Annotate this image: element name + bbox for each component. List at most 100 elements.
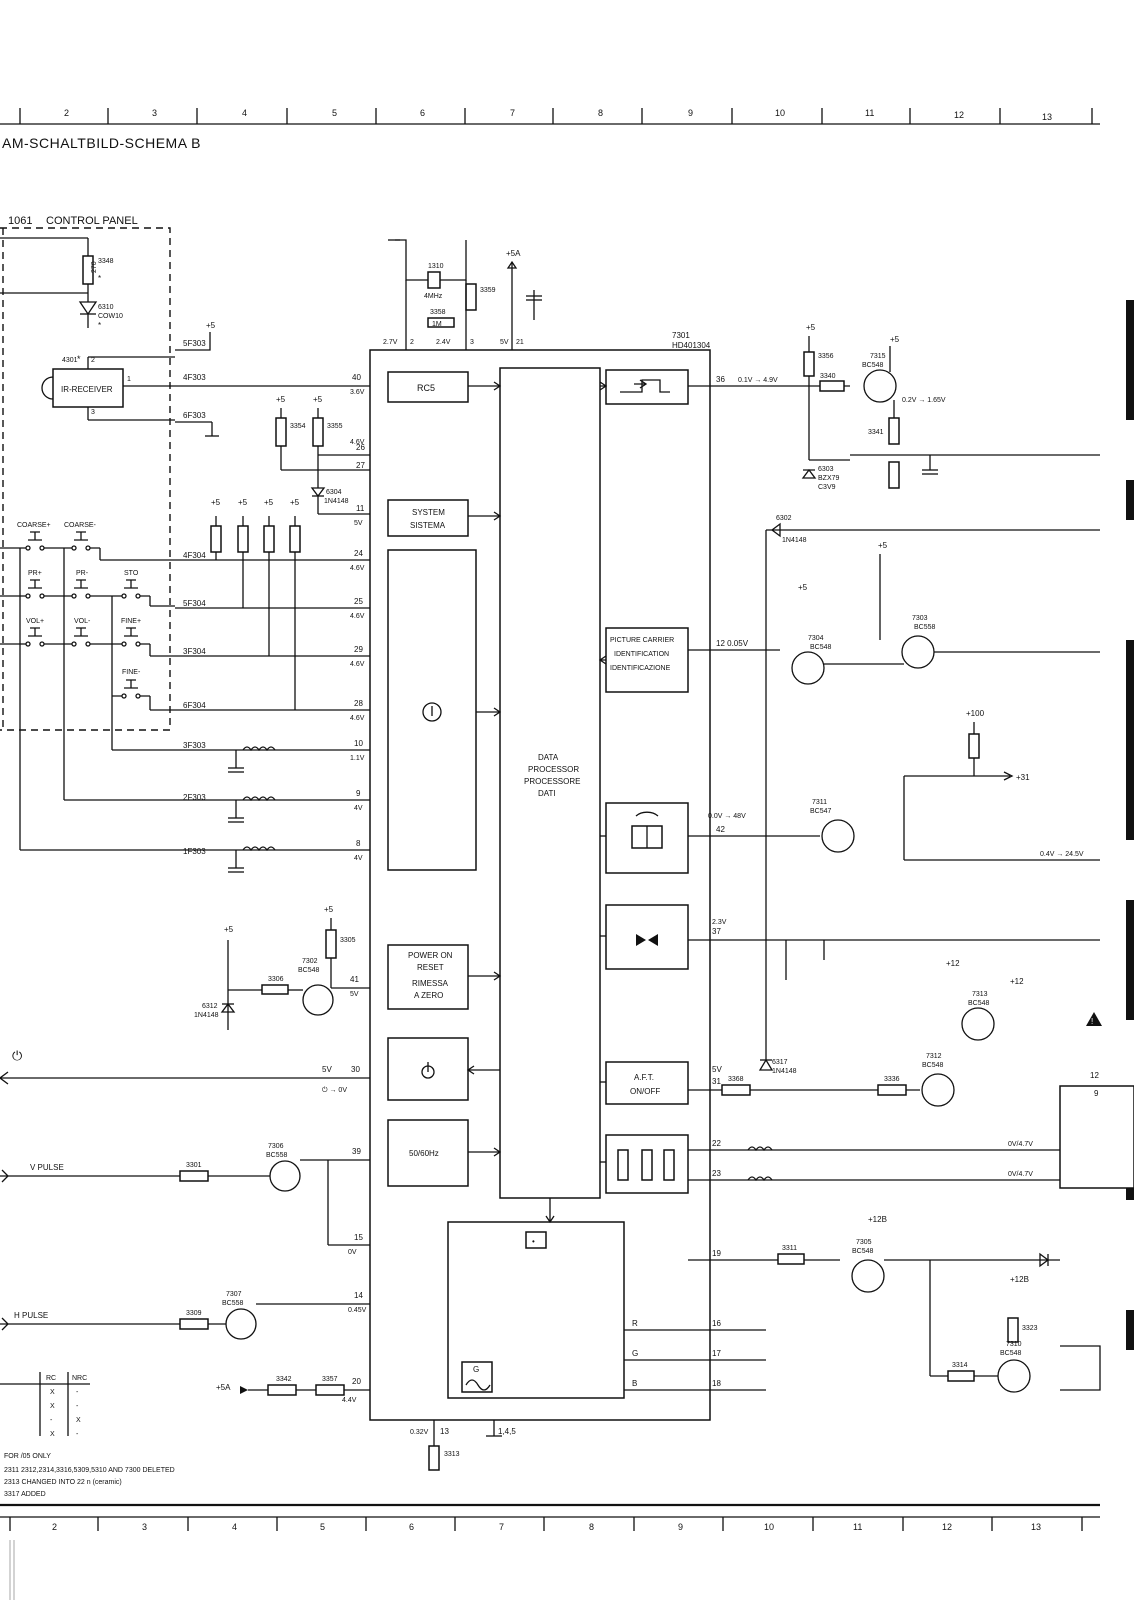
- svg-text:29: 29: [354, 645, 363, 654]
- svg-text:0.2V → 1.65V: 0.2V → 1.65V: [902, 397, 946, 404]
- svg-text:5V: 5V: [500, 339, 509, 346]
- svg-text:1,4,5: 1,4,5: [498, 1427, 516, 1436]
- svg-text:3358: 3358: [430, 309, 446, 316]
- svg-text:PROCESSOR: PROCESSOR: [528, 765, 579, 774]
- warning-icon: [1086, 1012, 1102, 1026]
- svg-text:4.6V: 4.6V: [350, 439, 365, 446]
- svg-text:270: 270: [91, 261, 98, 273]
- button-pr-plus[interactable]: PR+: [25, 570, 45, 599]
- button-fine-minus[interactable]: FINE-: [121, 669, 141, 699]
- grid-top-label: 10: [775, 108, 785, 118]
- svg-text:X: X: [50, 1431, 55, 1438]
- svg-text:IDENTIFICAZIONE: IDENTIFICAZIONE: [610, 665, 671, 672]
- svg-text:STO: STO: [124, 570, 139, 577]
- svg-text:3306: 3306: [268, 976, 284, 983]
- svg-text:3355: 3355: [327, 423, 343, 430]
- svg-text:3341: 3341: [868, 429, 884, 436]
- zener-6303-icon: [801, 468, 817, 479]
- svg-text:+5: +5: [313, 395, 323, 404]
- control-panel-ref: 1061: [8, 215, 32, 227]
- svg-text:36: 36: [716, 375, 725, 384]
- svg-text:5V: 5V: [322, 1065, 332, 1074]
- block-rc5: [387, 371, 469, 403]
- svg-text:-: -: [50, 1417, 53, 1424]
- grid-top-label: 7: [510, 108, 515, 118]
- svg-text:3F304: 3F304: [183, 647, 206, 656]
- ir-receiver-label: IR-RECEIVER: [61, 385, 113, 394]
- grid-top-label: 2: [64, 108, 69, 118]
- svg-text:7301: 7301: [672, 331, 690, 340]
- svg-text:4.6V: 4.6V: [350, 715, 365, 722]
- button-vol-minus[interactable]: VOL-: [71, 618, 91, 647]
- button-fine-plus[interactable]: FINE+: [121, 618, 141, 647]
- grid-bottom-label: 4: [232, 1522, 237, 1532]
- svg-text:7313: 7313: [972, 991, 988, 998]
- svg-text:PR-: PR-: [76, 570, 89, 577]
- button-sto[interactable]: STO: [121, 570, 141, 599]
- input-nets: +5 40 3.6V 26 27 11 5V 24 4.6V 25 4.6V 2…: [175, 321, 370, 862]
- resistor-3348-label: 3348: [98, 258, 114, 265]
- svg-text:+100: +100: [966, 709, 985, 718]
- svg-text:*: *: [98, 274, 101, 283]
- svg-text:+5: +5: [890, 335, 900, 344]
- svg-text:PROCESSORE: PROCESSORE: [524, 777, 580, 786]
- transistor-7305-icon: [851, 1259, 885, 1293]
- svg-text:3311: 3311: [782, 1245, 797, 1252]
- svg-text:0.0V → 48V: 0.0V → 48V: [708, 813, 746, 820]
- svg-text:9: 9: [1094, 1089, 1099, 1098]
- bottom-grid-ruler: 2 3 4 5 6 7 8 9 10 11 12 13: [0, 1503, 1100, 1532]
- button-vol-plus[interactable]: VOL+: [25, 618, 45, 647]
- grid-bottom-label: 12: [942, 1522, 952, 1532]
- svg-text:+5A: +5A: [216, 1383, 231, 1392]
- grid-bottom-label: 7: [499, 1522, 504, 1532]
- svg-text:3357: 3357: [322, 1376, 338, 1383]
- svg-text:NRC: NRC: [72, 1375, 87, 1382]
- button-coarse-minus[interactable]: COARSE-: [64, 522, 97, 551]
- svg-text:BC548: BC548: [922, 1062, 944, 1069]
- grid-bottom-label: 2: [52, 1522, 57, 1532]
- svg-text:1.1V: 1.1V: [350, 755, 365, 762]
- standby-icon: ⏻: [12, 1048, 22, 1063]
- grid-top-label: 11: [865, 108, 874, 118]
- resistor-3301: [179, 1170, 209, 1182]
- control-panel-title: CONTROL PANEL: [46, 215, 138, 227]
- svg-text:-: -: [76, 1403, 79, 1410]
- svg-text:2.4V: 2.4V: [436, 339, 451, 346]
- grid-top-label: 5: [332, 108, 337, 118]
- svg-text:6304: 6304: [326, 489, 342, 496]
- svg-text:IDENTIFICATION: IDENTIFICATION: [614, 651, 669, 658]
- svg-text:+31: +31: [1016, 773, 1030, 782]
- sheet-title: AM-SCHALTBILD-SCHEMA B: [2, 135, 201, 151]
- svg-text:11: 11: [356, 504, 365, 513]
- svg-text:BC558: BC558: [222, 1300, 244, 1307]
- svg-text:3323: 3323: [1022, 1325, 1038, 1332]
- svg-text:COARSE-: COARSE-: [64, 522, 97, 529]
- standby-voltage: ⏻ → 0V: [322, 1086, 347, 1094]
- svg-text:6303: 6303: [818, 466, 834, 473]
- diode-6304-icon: [310, 487, 326, 498]
- svg-text:23: 23: [712, 1169, 721, 1178]
- svg-text:3368: 3368: [728, 1076, 744, 1083]
- svg-text:4F303: 4F303: [183, 373, 206, 382]
- svg-text:7306: 7306: [268, 1143, 284, 1150]
- block-aft: [605, 1061, 689, 1105]
- svg-text:2: 2: [91, 357, 95, 364]
- block-picture-carrier: [605, 627, 689, 693]
- button-coarse-plus[interactable]: COARSE+: [17, 522, 51, 551]
- svg-text:BC548: BC548: [1000, 1350, 1022, 1357]
- svg-text:6317: 6317: [772, 1059, 788, 1066]
- svg-text:HD401304: HD401304: [672, 341, 711, 350]
- svg-text:7310: 7310: [1006, 1341, 1022, 1348]
- svg-text:3342: 3342: [276, 1376, 292, 1383]
- connector-block-right: [1059, 1085, 1134, 1189]
- svg-text:+5: +5: [290, 498, 300, 507]
- svg-text:17: 17: [712, 1349, 721, 1358]
- svg-text:BC548: BC548: [968, 1000, 990, 1007]
- button-pr-minus[interactable]: PR-: [71, 570, 91, 599]
- svg-text:3309: 3309: [186, 1310, 202, 1317]
- grid-top-label: 4: [242, 108, 247, 118]
- transistor-7304-icon: [791, 651, 825, 685]
- resistor-3368: [721, 1084, 751, 1096]
- svg-text:0.45V: 0.45V: [348, 1307, 367, 1314]
- svg-text:3305: 3305: [340, 937, 356, 944]
